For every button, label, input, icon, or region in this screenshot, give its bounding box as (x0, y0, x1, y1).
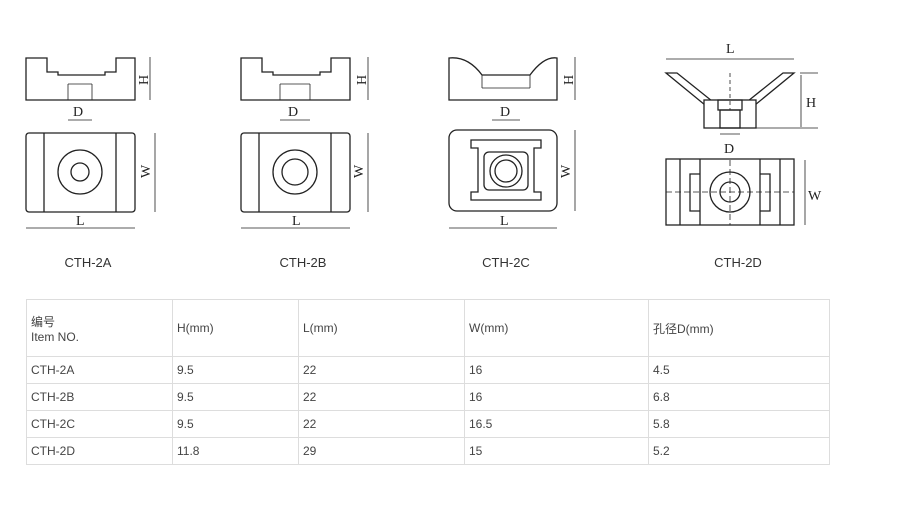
cell: 11.8 (172, 437, 299, 465)
dim-h: H (806, 96, 816, 111)
caption-cth-2b: CTH-2B (280, 255, 327, 270)
header-w: W(mm) (464, 299, 649, 357)
technical-drawings: D H W L CTH-2A D H W L CTH-2B D H W L CT… (25, 42, 822, 270)
cell: CTH-2D (26, 437, 173, 465)
dim-l: L (292, 214, 301, 229)
header-d: 孔径D(mm) (648, 299, 830, 357)
dim-l: L (726, 42, 735, 57)
dim-l: L (500, 214, 509, 229)
cell: CTH-2A (26, 356, 173, 384)
cell: 15 (464, 437, 649, 465)
caption-cth-2d: CTH-2D (714, 255, 762, 270)
cell: 16 (464, 383, 649, 411)
dim-h: H (355, 75, 370, 85)
dim-w: W (808, 189, 822, 204)
dim-l: L (76, 214, 85, 229)
caption-cth-2a: CTH-2A (65, 255, 112, 270)
header-l: L(mm) (298, 299, 465, 357)
dim-d: D (73, 105, 83, 120)
cell: CTH-2C (26, 410, 173, 438)
drawing-cth-2a: D H W L CTH-2A (25, 57, 156, 270)
header-item-cn: 编号 (31, 314, 56, 329)
cell: 29 (298, 437, 465, 465)
dim-d: D (288, 105, 298, 120)
dim-d: D (500, 105, 510, 120)
dim-w: W (139, 164, 154, 178)
dim-w: W (559, 164, 574, 178)
drawing-cth-2b: D H W L CTH-2B (240, 57, 370, 270)
cell: 22 (298, 383, 465, 411)
cell: 22 (298, 410, 465, 438)
dim-h: H (137, 75, 152, 85)
dim-d: D (724, 142, 734, 157)
dim-h: H (562, 75, 577, 85)
cell: 16.5 (464, 410, 649, 438)
drawing-cth-2d: L H D W CTH-2D (664, 42, 822, 270)
caption-cth-2c: CTH-2C (482, 255, 530, 270)
cell: 22 (298, 356, 465, 384)
cell: 5.8 (648, 410, 830, 438)
cell: 5.2 (648, 437, 830, 465)
header-h: H(mm) (172, 299, 299, 357)
header-item-en: Item NO. (31, 329, 80, 344)
cell: 16 (464, 356, 649, 384)
drawing-cth-2c: D H W L CTH-2C (448, 57, 577, 270)
cell: 9.5 (172, 356, 299, 384)
cell: 4.5 (648, 356, 830, 384)
dim-w: W (352, 164, 367, 178)
cell: 6.8 (648, 383, 830, 411)
cell: 9.5 (172, 410, 299, 438)
cell: CTH-2B (26, 383, 173, 411)
cell: 9.5 (172, 383, 299, 411)
